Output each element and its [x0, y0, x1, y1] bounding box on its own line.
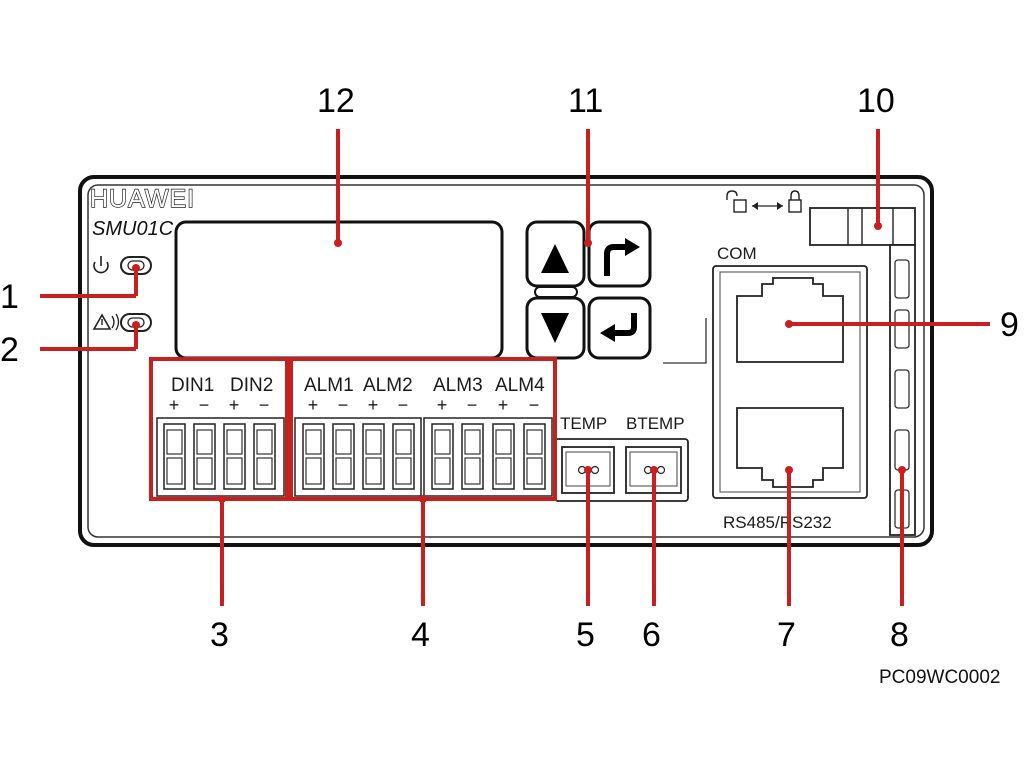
terminal-slot	[492, 423, 515, 490]
terminal-slot	[193, 423, 216, 490]
terminal-slot	[223, 423, 246, 490]
polarity-minus: −	[529, 395, 540, 415]
polarity-minus: −	[398, 395, 409, 415]
divider-line	[663, 318, 707, 364]
din1-label: DIN1	[171, 375, 214, 396]
callout-numbers: 1 2 3 4 5 6 7 8 9 10 11 12	[0, 82, 1019, 654]
terminal-slot	[431, 423, 454, 490]
alm2-label: ALM2	[363, 375, 413, 396]
callout-11: 11	[568, 82, 603, 120]
power-icon	[93, 256, 109, 274]
locking-latch[interactable]	[809, 207, 916, 246]
panel-inner	[87, 184, 925, 538]
model-label: SMU01C	[92, 218, 174, 240]
unlock-icon	[726, 190, 747, 213]
figure-code: PC09WC0002	[879, 667, 1000, 688]
polarity-plus: +	[437, 395, 448, 415]
terminal-slot	[392, 423, 415, 490]
callout-1: 1	[0, 278, 19, 316]
terminal-slot	[302, 423, 325, 490]
callout-3: 3	[210, 616, 229, 654]
terminal-slot	[523, 423, 546, 490]
polarity-minus: −	[338, 395, 349, 415]
alm1-label: ALM1	[304, 375, 354, 396]
callout-6: 6	[642, 616, 661, 654]
alm3-label: ALM3	[433, 375, 483, 396]
brand-logo: HUAWEI	[90, 185, 195, 213]
enter-arrow-icon	[600, 313, 637, 342]
callout-4: 4	[411, 616, 430, 654]
terminal-slot	[332, 423, 355, 490]
rs485-rs232-label: RS485/RS232	[723, 513, 832, 532]
alarm-indicator	[92, 313, 152, 332]
up-arrow-icon	[541, 244, 569, 273]
alm4-label: ALM4	[495, 375, 545, 396]
polarity-minus: −	[259, 395, 270, 415]
callout-12: 12	[317, 82, 355, 120]
down-arrow-icon	[541, 313, 569, 343]
callout-9: 9	[1000, 306, 1019, 344]
callout-5: 5	[576, 616, 595, 654]
polarity-plus: +	[498, 395, 509, 415]
callout-8: 8	[890, 616, 909, 654]
polarity-plus: +	[308, 395, 319, 415]
polarity-plus: +	[368, 395, 379, 415]
polarity-minus: −	[199, 395, 210, 415]
btemp-label: BTEMP	[626, 414, 685, 433]
polarity-marks: +−+−+−+−+−+−	[169, 395, 540, 415]
terminal-blocks	[156, 417, 553, 497]
callout-2: 2	[0, 331, 19, 369]
polarity-plus: +	[169, 395, 180, 415]
terminal-slot	[253, 423, 276, 490]
escape-arrow-icon	[604, 238, 640, 276]
lock-icon	[788, 190, 802, 213]
callout-10: 10	[857, 82, 895, 120]
callout-7: 7	[777, 616, 796, 654]
com-label: COM	[717, 244, 757, 263]
din2-label: DIN2	[230, 375, 273, 396]
alarm-icon	[92, 313, 120, 331]
keypad	[525, 220, 652, 360]
terminal-slot	[461, 423, 484, 490]
button-separator	[534, 286, 578, 298]
polarity-plus: +	[229, 395, 240, 415]
terminal-slot	[362, 423, 385, 490]
lock-indicator	[726, 190, 802, 213]
enter-button[interactable]	[587, 296, 652, 360]
rs485-port	[736, 407, 844, 488]
escape-button[interactable]	[587, 220, 652, 288]
temp-label: TEMP	[560, 414, 607, 433]
terminal-slot	[163, 423, 186, 490]
com-port	[736, 277, 844, 363]
callout-lines	[40, 129, 990, 606]
polarity-minus: −	[467, 395, 478, 415]
